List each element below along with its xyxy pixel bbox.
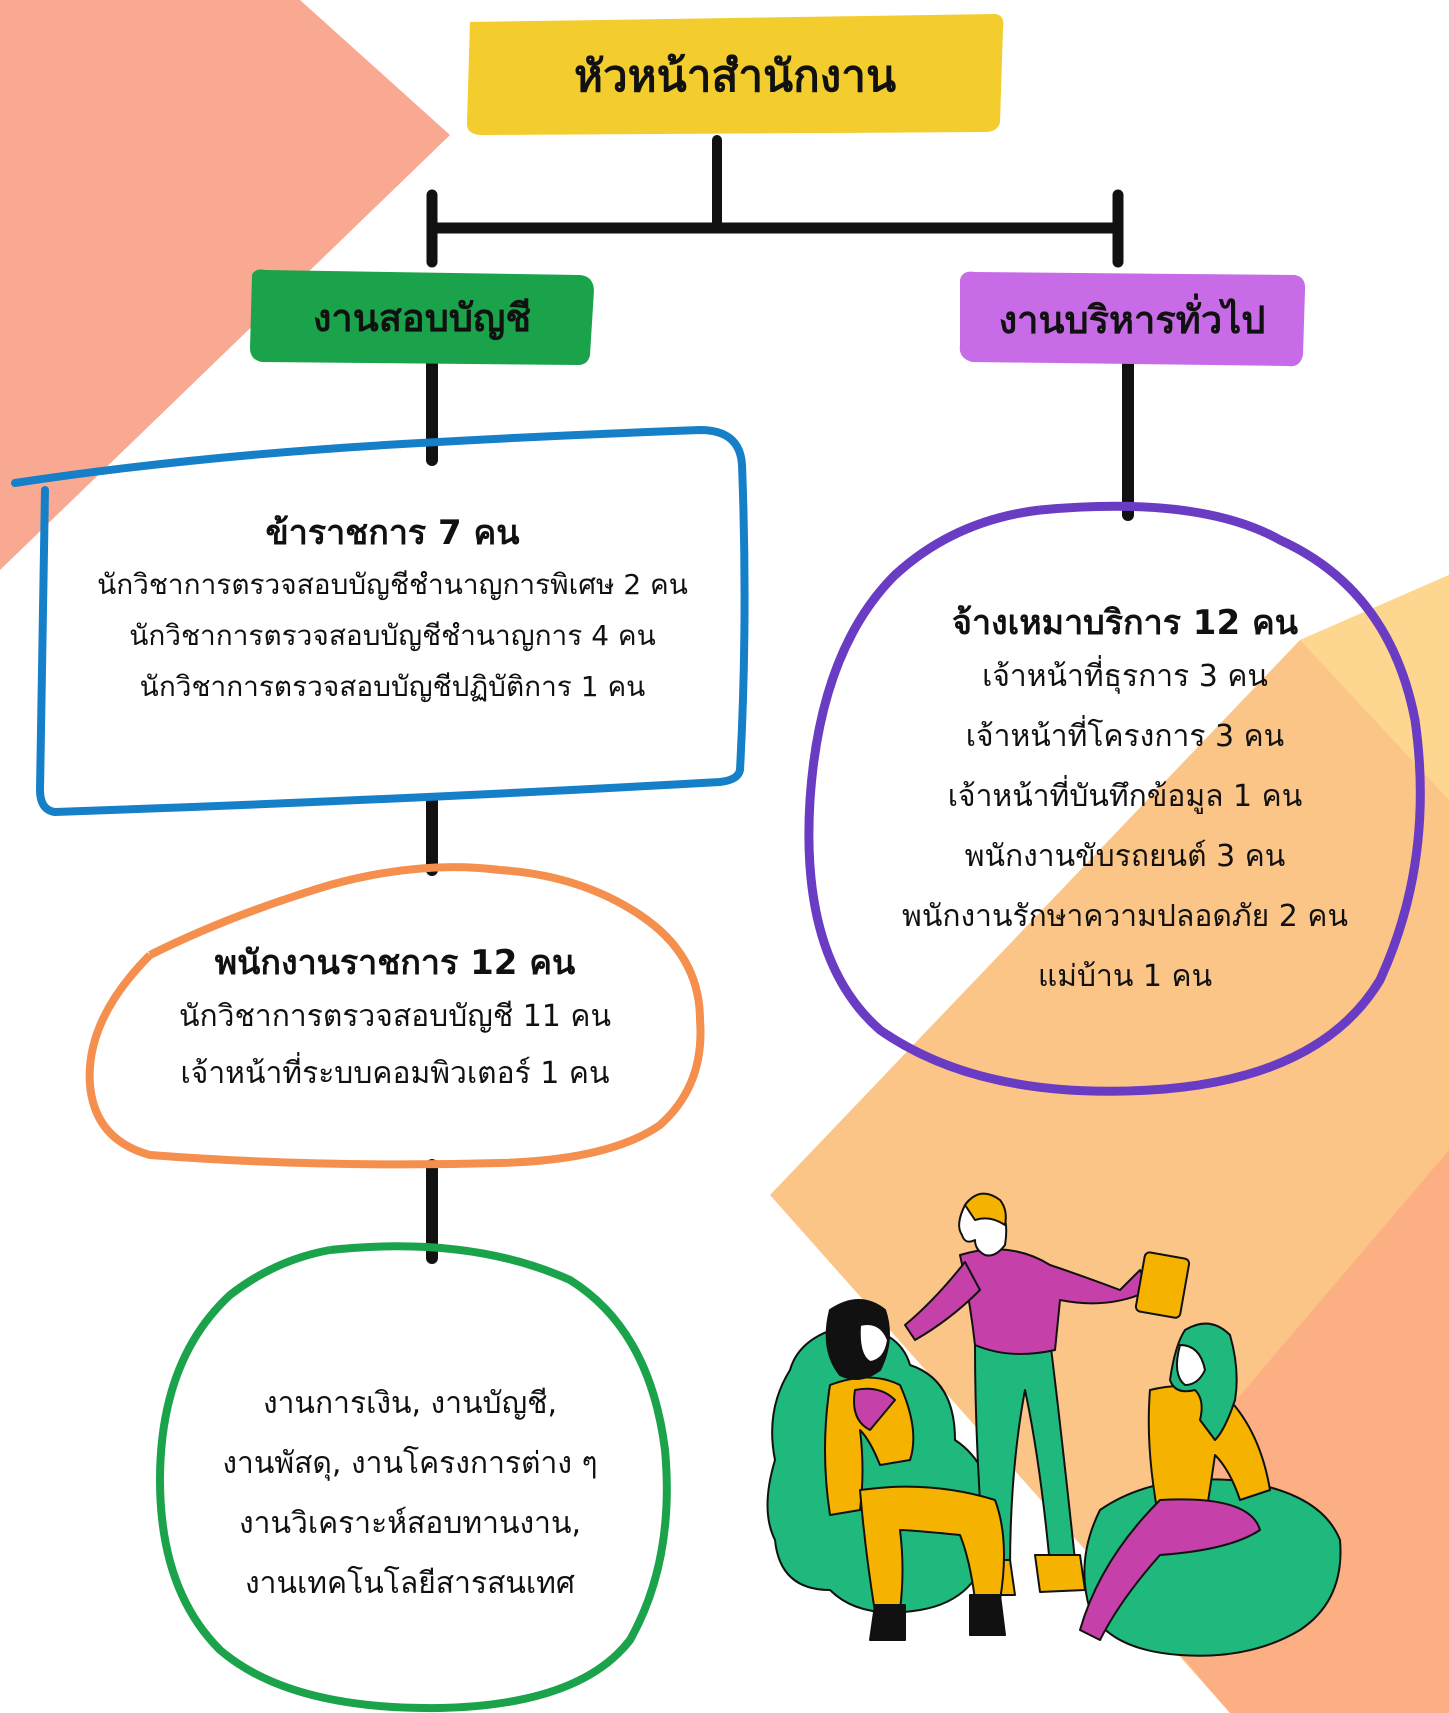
audit-section-label: งานสอบบัญชี [312,296,532,340]
right-person-legs [1079,1498,1261,1641]
tasks-line-3: งานวิเคราะห์สอบทานงาน, [238,1506,582,1541]
staff-cloud-outline [85,863,705,1169]
audit-box-shape [250,269,594,365]
contract-line-5: พนักงานรักษาความปลอดภัย 2 คน [902,899,1348,934]
left-person-face [858,1323,889,1363]
right-person-face [1175,1344,1206,1386]
left-person-body [824,1376,915,1516]
civil-line-2: นักวิชาการตรวจสอบบัญชีชำนาญการ 4 คน [129,619,656,652]
civil-line-3: นักวิชาการตรวจสอบบัญชีปฏิบัติการ 1 คน [139,670,646,703]
tasks-line-4: งานเทคโนโลยีสารสนเทศ [245,1566,575,1601]
tasks-line-2: งานพัสดุ, งานโครงการต่าง ๆ [222,1446,598,1481]
contract-line-1: เจ้าหน้าที่ธุรการ 3 คน [982,659,1268,694]
head-box-shape [466,14,1004,135]
tasks-circle-outline [155,1242,671,1713]
contract-circle-outline [804,501,1425,1096]
left-person-scarf [853,1387,896,1431]
standing-torso [959,1248,1151,1355]
contract-heading: จ้างเหมาบริการ 12 คน [952,603,1298,643]
staff-line-2: เจ้าหน้าที่ระบบคอมพิวเตอร์ 1 คน [180,1056,610,1091]
civil-box-outline [11,426,749,816]
standing-hair [964,1192,1007,1226]
gov-employees-heading: พนักงานราชการ 12 คน [214,943,576,983]
general-box-shape [959,271,1306,367]
left-person-shoes [869,1594,1006,1641]
tablet-device [1134,1251,1191,1319]
general-admin-label: งานบริหารทั่วไป [998,298,1266,342]
contract-line-4: พนักงานขับรถยนต์ 3 คน [964,839,1286,874]
contract-line-6: แม่บ้าน 1 คน [1037,959,1213,994]
staff-line-1: นักวิชาการตรวจสอบบัญชี 11 คน [178,999,612,1034]
right-orange-shape-light [1300,575,1449,800]
civil-servants-heading: ข้าราชการ 7 คน [265,513,520,553]
civil-line-1: นักวิชาการตรวจสอบบัญชีชำนาญการพิเศษ 2 คน [97,568,688,601]
contract-line-2: เจ้าหน้าที่โครงการ 3 คน [965,719,1285,754]
head-office-label: หัวหน้าสำนักงาน [573,50,897,102]
contract-line-3: เจ้าหน้าที่บันทึกข้อมูล 1 คน [947,779,1303,814]
left-peach-shape [0,0,450,570]
standing-arm-left [904,1261,981,1341]
tasks-line-1: งานการเงิน, งานบัญชี, [262,1386,558,1421]
